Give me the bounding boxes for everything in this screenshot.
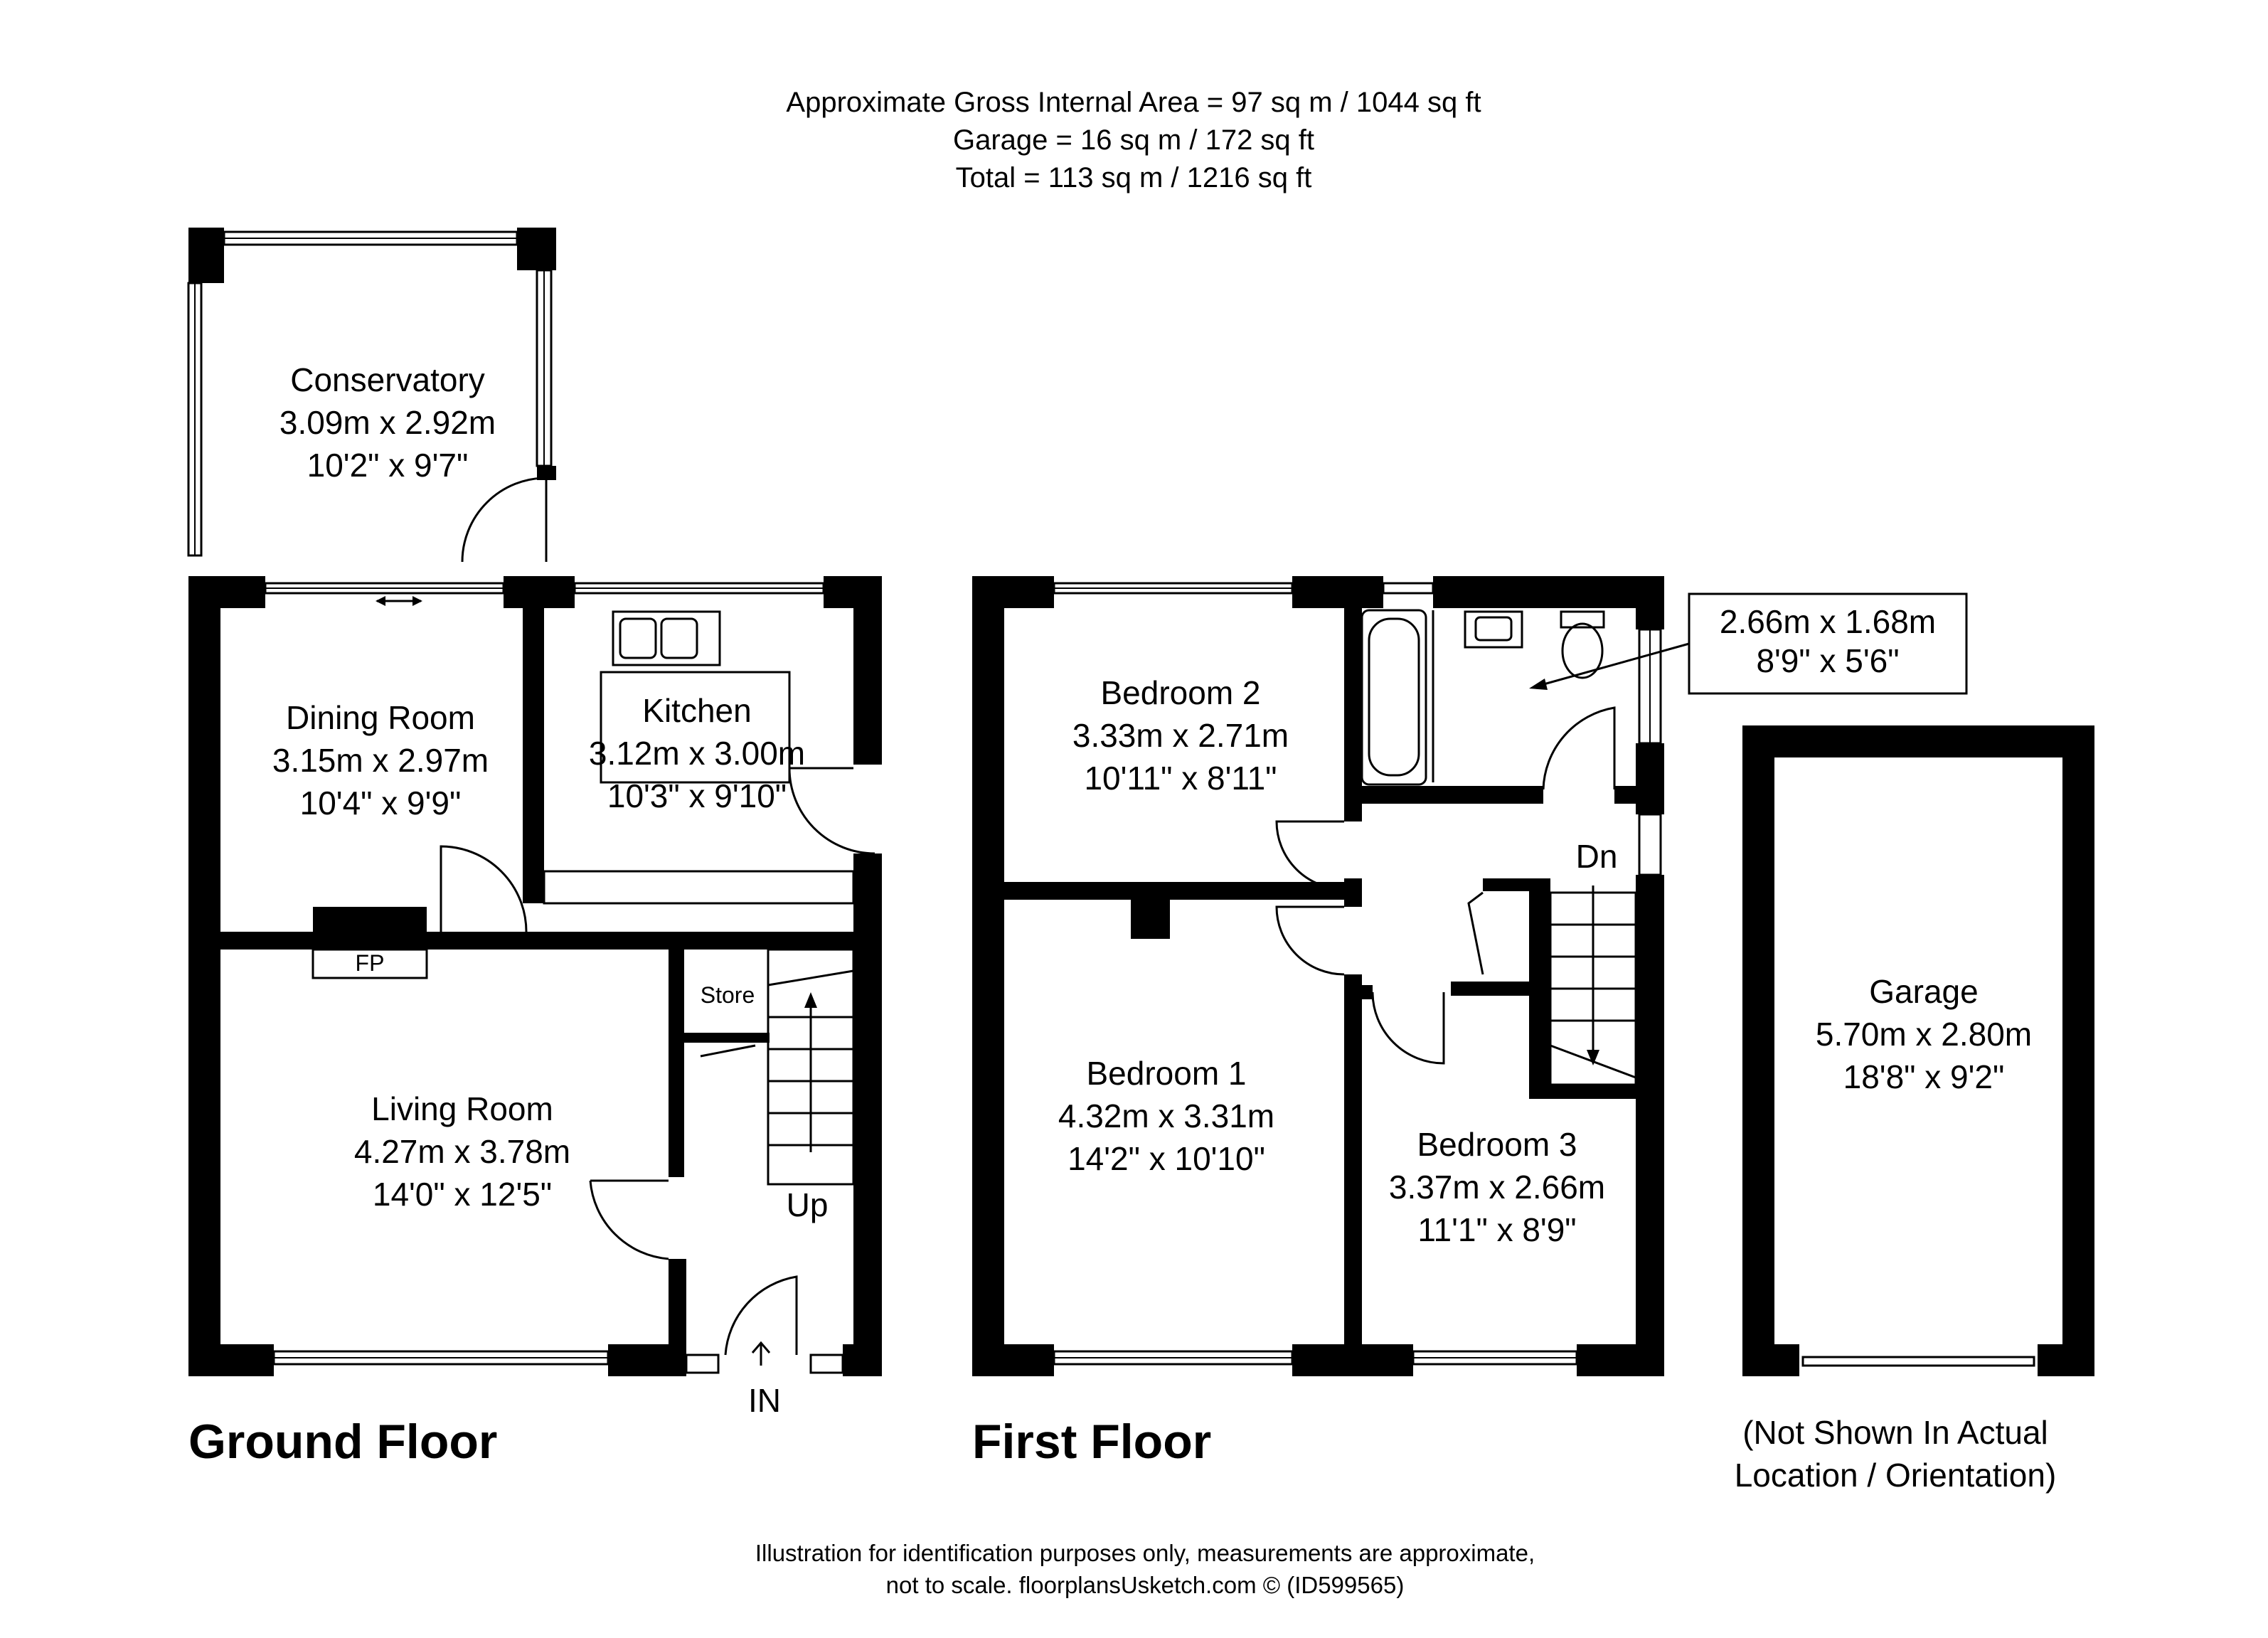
- garage-plan: [1742, 725, 2094, 1376]
- conservatory-metric: 3.09m x 2.92m: [279, 404, 496, 441]
- fireplace-label: FP: [356, 950, 385, 976]
- dining-room-imperial: 10'4" x 9'9": [300, 785, 462, 821]
- garage-name: Garage: [1869, 973, 1978, 1010]
- disclaimer-line2: not to scale. floorplansUsketch.com © (I…: [886, 1572, 1405, 1598]
- first-floor-title: First Floor: [972, 1415, 1211, 1469]
- total-area-text: Total = 113 sq m / 1216 sq ft: [956, 162, 1312, 193]
- conservatory-walls: [187, 228, 556, 563]
- bathroom-imperial: 8'9" x 5'6": [1756, 642, 1899, 679]
- ground-floor-title: Ground Floor: [188, 1415, 497, 1469]
- kitchen-imperial: 10'3" x 9'10": [607, 777, 787, 814]
- bedroom-3-metric: 3.37m x 2.66m: [1389, 1169, 1605, 1206]
- living-room-imperial: 14'0" x 12'5": [373, 1176, 552, 1213]
- gross-area-text: Approximate Gross Internal Area = 97 sq …: [786, 87, 1481, 118]
- garage-area-text: Garage = 16 sq m / 172 sq ft: [953, 124, 1314, 156]
- bedroom-3-imperial: 11'1" x 8'9": [1417, 1211, 1576, 1248]
- garage-imperial: 18'8" x 9'2": [1843, 1058, 2005, 1095]
- bedroom-3-name: Bedroom 3: [1417, 1126, 1577, 1163]
- conservatory-imperial: 10'2" x 9'7": [307, 447, 469, 484]
- bedroom-1-metric: 4.32m x 3.31m: [1058, 1097, 1274, 1134]
- store-label: Store: [701, 982, 755, 1008]
- conservatory-name: Conservatory: [290, 361, 485, 398]
- down-label: Dn: [1576, 838, 1618, 875]
- up-label: Up: [787, 1186, 829, 1223]
- garage-note-line2: Location / Orientation): [1735, 1457, 2057, 1494]
- dining-room-name: Dining Room: [286, 699, 475, 736]
- bedroom-2-imperial: 10'11" x 8'11": [1084, 760, 1277, 797]
- bathroom-metric: 2.66m x 1.68m: [1720, 603, 1936, 640]
- entrance-label: IN: [748, 1382, 781, 1419]
- dining-kitchen-walls: [188, 576, 882, 1373]
- bedroom-1-name: Bedroom 1: [1086, 1055, 1246, 1092]
- ground-stairs: [669, 948, 855, 1186]
- kitchen-metric: 3.12m x 3.00m: [589, 735, 805, 772]
- living-room-metric: 4.27m x 3.78m: [354, 1133, 570, 1170]
- garage-note-line1: (Not Shown In Actual: [1742, 1414, 2048, 1451]
- bedroom-2-metric: 3.33m x 2.71m: [1072, 717, 1289, 754]
- kitchen-name: Kitchen: [642, 692, 751, 729]
- garage-metric: 5.70m x 2.80m: [1816, 1016, 2032, 1053]
- first-floor-plan: [972, 576, 1968, 1376]
- ground-floor-plan: [187, 228, 882, 1376]
- bedroom-2-name: Bedroom 2: [1100, 674, 1260, 711]
- dining-room-metric: 3.15m x 2.97m: [272, 742, 489, 779]
- disclaimer-line1: Illustration for identification purposes…: [755, 1540, 1535, 1566]
- bedroom-1-imperial: 14'2" x 10'10": [1068, 1140, 1265, 1177]
- living-room-name: Living Room: [371, 1090, 553, 1127]
